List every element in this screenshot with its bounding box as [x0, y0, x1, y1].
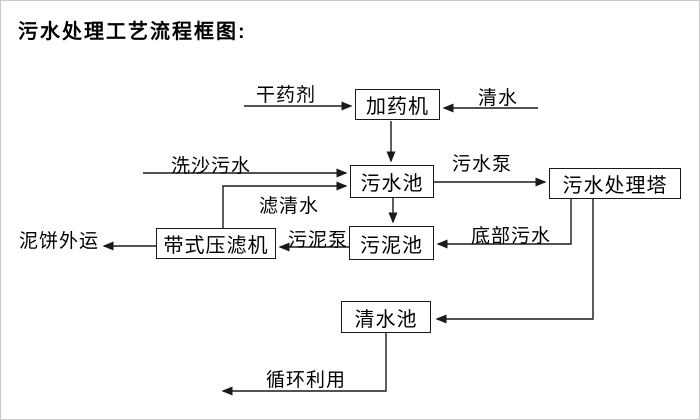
label-bottom-sewage: 底部污水 — [471, 226, 552, 247]
node-sewage-pool: 污水池 — [350, 165, 434, 198]
node-clean-water-pool: 清水池 — [341, 301, 431, 333]
label-clean-water: 清水 — [478, 88, 519, 109]
label-dry-agent: 干药剂 — [256, 85, 317, 106]
label-filtered-water: 滤清水 — [259, 196, 320, 217]
connector-filtered-water-to-sewage-pool — [222, 181, 348, 228]
label-mud-cake-shipment: 泥饼外运 — [19, 231, 100, 252]
node-treatment-tower: 污水处理塔 — [549, 168, 681, 199]
label-sludge-pump: 污泥泵 — [288, 230, 349, 251]
label-recycling-use: 循环利用 — [266, 370, 347, 391]
label-sand-washing-sewage: 洗沙污水 — [171, 156, 252, 177]
connector-clean-pool-to-recycling — [221, 333, 387, 396]
label-sewage-pump: 污水泵 — [452, 154, 513, 175]
node-sludge-pool: 污泥池 — [349, 226, 434, 260]
page-title: 污水处理工艺流程框图: — [18, 21, 247, 43]
node-dosing-machine: 加药机 — [355, 89, 440, 120]
connector-tower-to-clean-pool — [435, 199, 594, 324]
node-belt-filter-press: 带式压滤机 — [156, 228, 276, 259]
connector-bottom-sewage-to-sludge-pool — [436, 199, 572, 249]
